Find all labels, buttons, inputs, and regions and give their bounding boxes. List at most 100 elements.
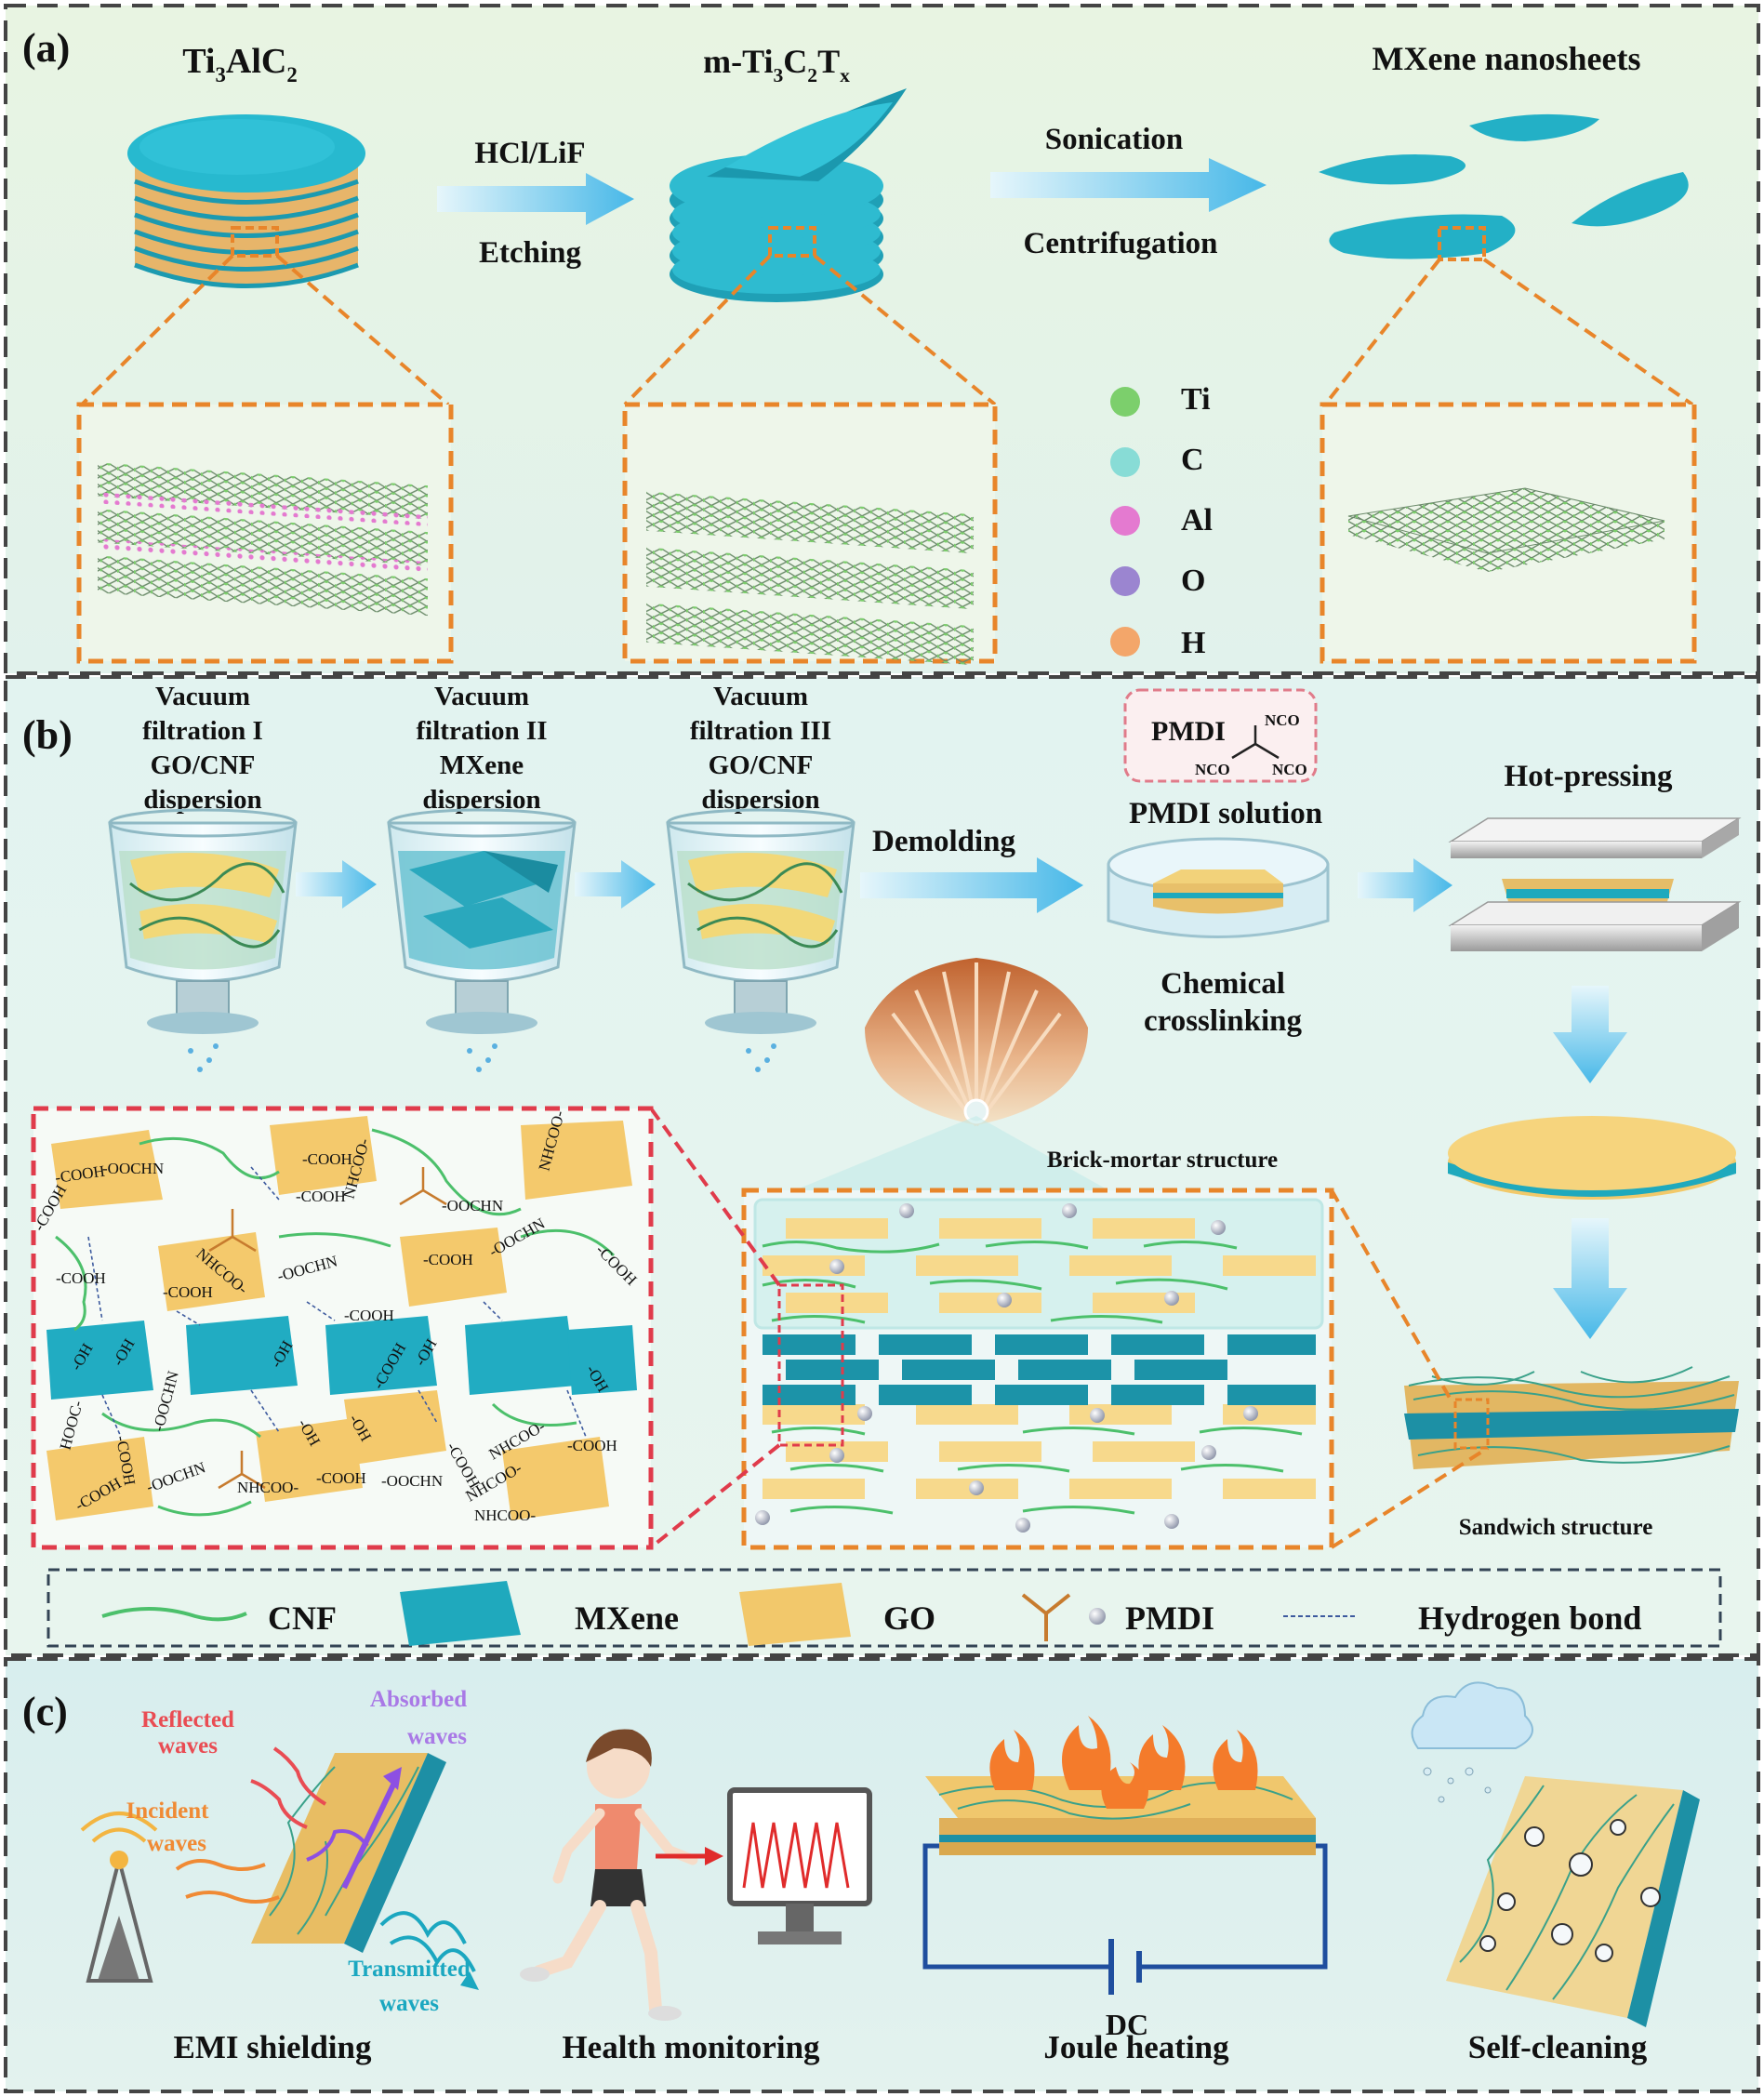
legend-pmdi: PMDI xyxy=(1021,1593,1214,1641)
mxene-nanosheets xyxy=(1319,113,1689,259)
legend-go: GO xyxy=(739,1583,935,1646)
stage-ti3alc2-title: Ti3AlC2 xyxy=(182,42,297,86)
zoom-box-3-small xyxy=(1438,226,1486,261)
stage-mxene-nanosheets-title: MXene nanosheets xyxy=(1373,40,1641,77)
chem-label-cooh-9: -COOH xyxy=(344,1307,394,1324)
chem-label-nhcoo-7: NHCOO- xyxy=(474,1506,536,1524)
dc-source-icon xyxy=(1108,1939,1142,1995)
atom-legend-c: C xyxy=(1110,443,1204,477)
chem-label-cooh-5: -COOH xyxy=(56,1269,106,1287)
app-label-emi-shielding: EMI shielding xyxy=(174,2029,372,2065)
transmitted-waves-label-1: Transmitted xyxy=(348,1957,471,1982)
scallop-shell xyxy=(865,958,1088,1127)
app-label-self-cleaning: Self-cleaning xyxy=(1468,2029,1648,2065)
legend-hydrogen-bond: Hydrogen bond xyxy=(1283,1599,1641,1637)
brick-mortar-structure xyxy=(755,1203,1316,1533)
panel-c: (c) xyxy=(4,1657,1760,2093)
svg-text:Al: Al xyxy=(1181,503,1213,538)
chem-label-cooh-13: -COOH xyxy=(567,1437,617,1454)
mxene-lattice xyxy=(1347,487,1665,572)
svg-text:GO/CNF: GO/CNF xyxy=(151,750,256,780)
arrow-1-bottom-label: Etching xyxy=(479,236,582,270)
m-ti3c2tx-lattice xyxy=(646,491,974,666)
arrow-cup-2-3 xyxy=(575,860,656,909)
svg-text:GO/CNF: GO/CNF xyxy=(709,750,814,780)
svg-text:MXene: MXene xyxy=(440,750,524,780)
atom-legend-h: H xyxy=(1110,626,1205,660)
pmdi-molecule xyxy=(1231,725,1280,760)
incident-waves-label-2: waves xyxy=(147,1831,206,1856)
absorbed-waves-label-2: waves xyxy=(407,1724,467,1749)
pmdi-nco-right: NCO xyxy=(1272,761,1307,778)
svg-text:GO: GO xyxy=(883,1599,935,1637)
zoom-box-2-small xyxy=(768,226,816,258)
svg-text:MXene: MXene xyxy=(575,1599,679,1637)
arrow-2-bottom-label: Centrifugation xyxy=(1024,227,1218,260)
pmdi-nco-left: NCO xyxy=(1195,761,1230,778)
filtration-cup-1 xyxy=(108,808,298,1072)
atom-legend-ti: Ti xyxy=(1110,382,1211,417)
reflected-waves-label-1: Reflected xyxy=(141,1707,234,1732)
pmdi-solution-label: PMDI solution xyxy=(1129,797,1322,830)
arrow-down-1 xyxy=(1553,986,1627,1083)
absorbed-waves-label-1: Absorbed xyxy=(370,1687,467,1712)
arrow-down-2 xyxy=(1553,1218,1627,1339)
chem-label-ooc-7: -OOCHN xyxy=(381,1472,443,1490)
emi-shielding-illustration xyxy=(80,1746,479,1990)
app-label-joule-heating: Joule heating xyxy=(1043,2029,1229,2065)
filtration-step-3-label: Vacuum filtration III GO/CNF dispersion xyxy=(690,682,831,815)
demolding-label: Demolding xyxy=(872,825,1016,858)
arrow-to-hotpress xyxy=(1358,858,1452,912)
panel-a: (a) Ti3AlC2 HCl/LiF Etching xyxy=(4,4,1760,675)
film-disc xyxy=(1448,1116,1736,1200)
hot-press xyxy=(1448,817,1742,951)
chem-label-cooh-3: -COOH xyxy=(296,1188,346,1205)
hot-pressing-label: Hot-pressing xyxy=(1505,760,1673,793)
panel-a-label: (a) xyxy=(22,25,70,71)
self-cleaning-illustration xyxy=(1411,1681,1700,2027)
material-legend-box xyxy=(46,1568,1722,1648)
arrow-2 xyxy=(990,158,1267,212)
svg-text:CNF: CNF xyxy=(268,1599,337,1637)
chem-label-ooc-1: -OOCHN xyxy=(102,1160,164,1177)
svg-text:Hydrogen bond: Hydrogen bond xyxy=(1418,1599,1641,1637)
svg-text:filtration I: filtration I xyxy=(142,716,263,746)
svg-text:Vacuum: Vacuum xyxy=(713,682,808,711)
monitor-icon xyxy=(727,1787,872,1944)
m-ti3c2tx-stack xyxy=(670,88,907,302)
app-label-health-monitoring: Health monitoring xyxy=(562,2029,820,2065)
chem-label-ooc-2: -OOCHN xyxy=(442,1197,503,1214)
panel-b: (b) Vacuum filtration I GO/CNF dispersio… xyxy=(4,675,1760,1657)
pmdi-box-title: PMDI xyxy=(1151,716,1226,747)
flame-icons xyxy=(989,1716,1258,1809)
chem-zoom-small xyxy=(777,1283,844,1447)
ti3alc2-block xyxy=(127,114,365,288)
svg-text:C: C xyxy=(1181,443,1204,477)
reflected-waves-label-2: waves xyxy=(158,1733,218,1759)
health-monitoring-illustration xyxy=(520,1729,872,2021)
transmitted-waves-label-2: waves xyxy=(379,1991,439,2016)
svg-text:filtration II: filtration II xyxy=(417,716,548,746)
sandwich-film xyxy=(1404,1366,1739,1469)
chem-label-cooh-7: -COOH xyxy=(423,1251,473,1268)
chem-label-cooh-6: -COOH xyxy=(163,1283,213,1301)
panel-b-label: (b) xyxy=(22,712,73,758)
atom-legend-o: O xyxy=(1110,564,1205,598)
zoom-box-1-small xyxy=(231,226,279,258)
svg-text:O: O xyxy=(1181,564,1205,598)
atom-legend: Ti C Al O H xyxy=(1110,382,1213,660)
arrow-demolding xyxy=(860,857,1083,913)
pmdi-structure-box xyxy=(1123,688,1318,783)
cloud-icon xyxy=(1411,1681,1533,1749)
svg-text:Ti: Ti xyxy=(1181,382,1211,417)
arrow-cup-1-2 xyxy=(296,860,377,909)
svg-text:PMDI: PMDI xyxy=(1125,1599,1214,1637)
chem-label-nhcoo-5: NHCOO- xyxy=(237,1479,298,1496)
brick-mortar-label: Brick-mortar structure xyxy=(1047,1148,1278,1173)
stage-m-ti3c2tx-title: m-Ti3C2Tx xyxy=(703,43,850,86)
atom-legend-al: Al xyxy=(1110,503,1213,538)
chemical-label-1: Chemical xyxy=(1161,967,1285,1001)
pmdi-nco-top: NCO xyxy=(1265,711,1300,729)
chem-label-cooh-2: -COOH xyxy=(302,1150,352,1168)
